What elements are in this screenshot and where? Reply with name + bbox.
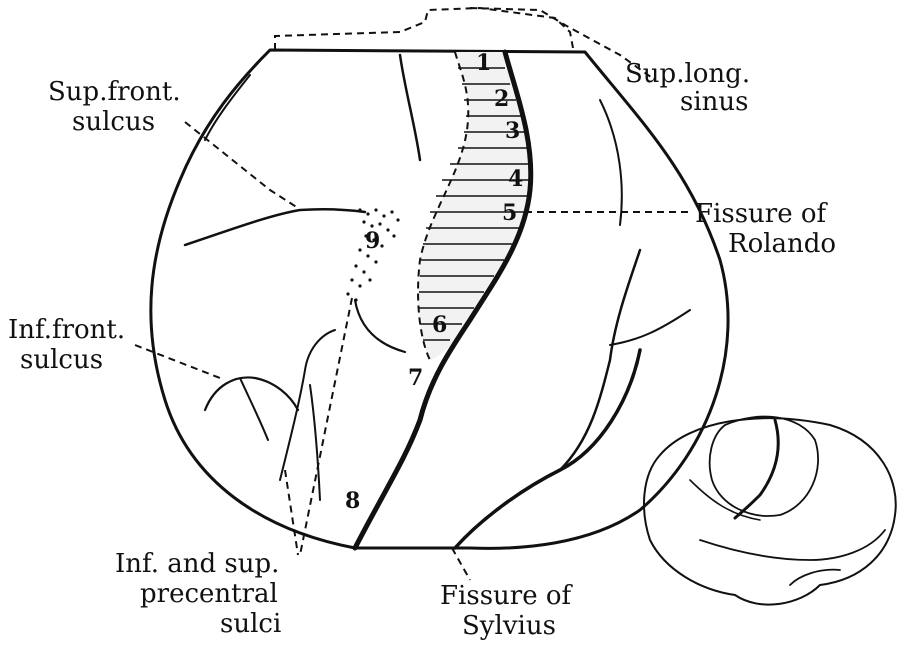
inset-rolando	[735, 420, 778, 518]
label-rolando-2: Rolando	[728, 229, 836, 259]
inset-brain-outline	[644, 418, 896, 604]
label-precentral-3: sulci	[220, 609, 281, 639]
number-6: 6	[432, 312, 447, 338]
postcentral-branch	[600, 100, 622, 225]
precentral-sulcus	[355, 300, 405, 352]
label-sup-long-1: Sup.long.	[625, 59, 750, 89]
inf-front-leader	[135, 345, 220, 378]
sulcus-upper-branch	[400, 55, 420, 160]
inf-front-branch	[240, 378, 268, 440]
postcentral-branch-2	[610, 310, 690, 345]
top-bracket	[275, 8, 573, 50]
label-rolando-1: Fissure of	[695, 199, 829, 229]
number-8: 8	[345, 488, 360, 514]
number-1: 1	[476, 50, 491, 76]
number-7: 7	[408, 365, 423, 391]
sulcus-left-branch	[205, 75, 250, 140]
label-precentral-2: precentral	[140, 579, 278, 609]
sup-front-sulcus	[185, 209, 365, 245]
precentral-leader-1	[300, 298, 352, 555]
label-sylvius-2: Sylvius	[462, 611, 556, 641]
number-5: 5	[502, 200, 517, 226]
number-3: 3	[505, 118, 520, 144]
lower-frontal-branch	[310, 385, 320, 500]
label-inf-front-1: Inf.front.	[8, 315, 125, 345]
label-precentral-1: Inf. and sup.	[115, 549, 279, 579]
precentral-leader-2	[285, 470, 298, 555]
number-4: 4	[508, 166, 523, 192]
label-sylvius-1: Fissure of	[440, 581, 574, 611]
sylvius-leader	[452, 548, 470, 580]
label-sup-long-2: sinus	[680, 87, 749, 117]
sup-precentral-stipple	[346, 208, 399, 301]
fissure-of-sylvius	[455, 350, 640, 548]
number-2: 2	[494, 86, 509, 112]
label-sup-front-2: sulcus	[72, 107, 155, 137]
label-sup-front-1: Sup.front.	[48, 77, 181, 107]
label-inf-front-2: sulcus	[20, 345, 103, 375]
inset-region	[710, 417, 818, 516]
brain-inset	[644, 417, 896, 605]
inset-temporal-lobe	[700, 530, 885, 560]
inf-precentral-sulcus	[280, 330, 335, 480]
number-9: 9	[365, 228, 380, 254]
